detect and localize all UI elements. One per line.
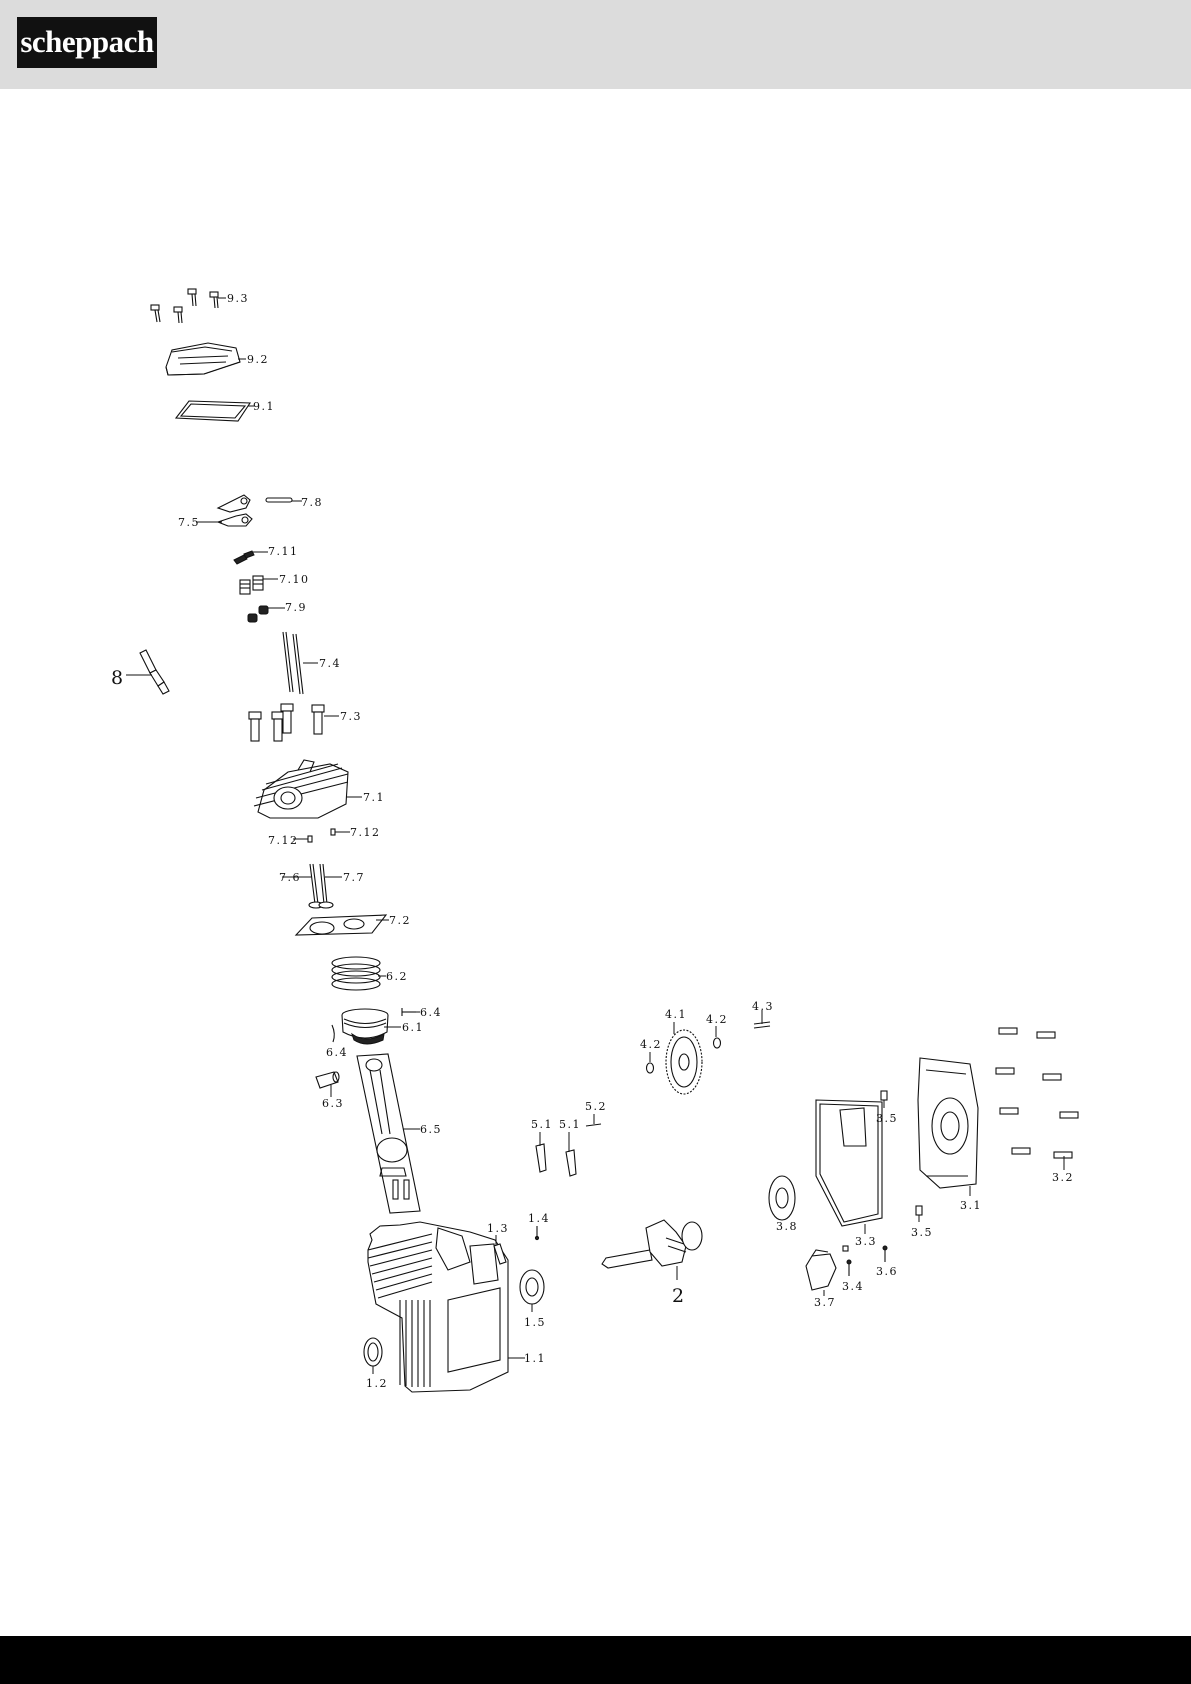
part-7-8-pin [266, 498, 302, 502]
label-1-2: 1.2 [366, 1377, 388, 1390]
label-6-1: 6.1 [402, 1021, 424, 1034]
part-6-2-piston-rings [332, 957, 386, 990]
part-9-3-bolts [151, 289, 226, 323]
label-6-2: 6.2 [386, 970, 408, 983]
label-7-6: 7.6 [279, 871, 301, 884]
label-7-7: 7.7 [343, 871, 365, 884]
label-3-8: 3.8 [776, 1220, 798, 1233]
label-7-9: 7.9 [285, 601, 307, 614]
label-9-2: 9.2 [247, 353, 269, 366]
label-7-5: 7.5 [178, 516, 200, 529]
part-7-11-valve-cotters [234, 551, 268, 564]
label-1-5: 1.5 [524, 1316, 546, 1329]
label-8: 8 [111, 667, 123, 689]
part-3-1-crankcase-cover [918, 1058, 978, 1196]
label-6-4-left: 6.4 [326, 1046, 348, 1059]
part-6-5-connecting-rod [357, 1054, 420, 1213]
label-6-4-right: 6.4 [420, 1006, 442, 1019]
label-7-2: 7.2 [389, 914, 411, 927]
part-5-2-pin [586, 1114, 601, 1126]
part-7-2-head-gasket [296, 915, 389, 935]
label-5-2: 5.2 [585, 1100, 607, 1113]
part-5-1-tappets [536, 1132, 576, 1176]
label-3-3: 3.3 [855, 1235, 877, 1248]
label-7-10: 7.10 [279, 573, 310, 586]
label-6-5: 6.5 [420, 1123, 442, 1136]
label-7-12-right: 7.12 [350, 826, 381, 839]
label-2: 2 [672, 1285, 684, 1307]
part-3-3-cover-gasket [816, 1100, 882, 1234]
part-7-1-cylinder-head [254, 760, 362, 818]
label-7-4: 7.4 [319, 657, 341, 670]
label-4-1: 4.1 [665, 1008, 687, 1021]
label-4-3: 4.3 [752, 1000, 774, 1013]
label-7-12-left: 7.12 [268, 834, 299, 847]
label-3-6: 3.6 [876, 1265, 898, 1278]
label-5-1-right: 5.1 [559, 1118, 581, 1131]
label-3-1: 3.1 [960, 1199, 982, 1212]
label-6-3: 6.3 [322, 1097, 344, 1110]
part-7-4-push-rods [283, 632, 318, 694]
label-3-5-top: 3.5 [876, 1112, 898, 1125]
part-3-8-oil-seal [769, 1176, 795, 1220]
label-7-3: 7.3 [340, 710, 362, 723]
part-6-3-piston-pin [316, 1072, 339, 1097]
label-7-1: 7.1 [363, 791, 385, 804]
part-8-spark-plug [126, 650, 169, 694]
page-footer [0, 1636, 1191, 1684]
part-1-2-oil-seal [364, 1338, 382, 1374]
label-7-8: 7.8 [301, 496, 323, 509]
part-9-2-rocker-cover [166, 343, 246, 375]
part-1-4-pin [535, 1226, 538, 1240]
part-3-7-governor [806, 1250, 836, 1296]
part-2-crankshaft [602, 1220, 702, 1280]
label-1-1: 1.1 [524, 1352, 546, 1365]
part-1-5-oil-seal [520, 1270, 544, 1312]
part-3-2-cover-bolts [996, 1028, 1078, 1170]
part-9-1-gasket [176, 401, 255, 421]
part-3-5-dowels [881, 1091, 922, 1222]
part-6-1-piston [342, 1009, 401, 1044]
part-7-5-rocker-arms [196, 495, 252, 526]
label-9-1: 9.1 [253, 400, 275, 413]
label-1-4: 1.4 [528, 1212, 550, 1225]
label-9-3: 9.3 [227, 292, 249, 305]
part-4-1-camshaft-gear [666, 1022, 702, 1094]
part-7-10-valve-springs [240, 576, 278, 594]
label-3-2: 3.2 [1052, 1171, 1074, 1184]
label-3-5-bottom: 3.5 [911, 1226, 933, 1239]
label-4-2-left: 4.2 [640, 1038, 662, 1051]
part-7-9-valve-seals [248, 606, 285, 622]
part-7-3-head-bolts [249, 704, 339, 741]
label-4-2-right: 4.2 [706, 1013, 728, 1026]
label-3-4: 3.4 [842, 1280, 864, 1293]
label-7-11: 7.11 [268, 545, 299, 558]
part-7-12-dowel-pins [293, 829, 350, 842]
label-5-1-left: 5.1 [531, 1118, 553, 1131]
label-3-7: 3.7 [814, 1296, 836, 1309]
label-1-3: 1.3 [487, 1222, 509, 1235]
